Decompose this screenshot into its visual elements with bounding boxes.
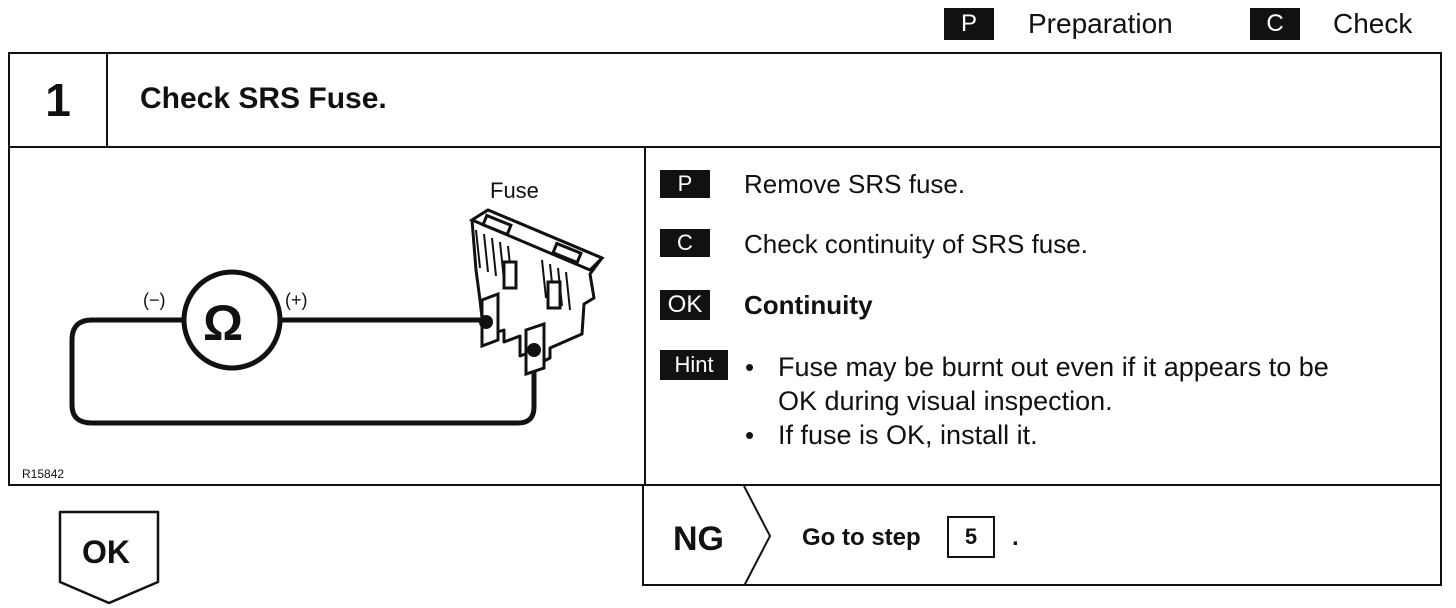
fuse-icon	[468, 208, 605, 377]
step-header: 1 Check SRS Fuse.	[8, 52, 1442, 148]
legend-preparation-label: Preparation	[1028, 8, 1173, 39]
hint-line-2: OK during visual inspection.	[778, 386, 1113, 416]
check-badge: C	[660, 229, 710, 257]
ok-arrow-shape	[58, 510, 160, 605]
ng-chevron	[743, 486, 772, 586]
probe-negative	[527, 343, 541, 357]
ok-text: Continuity	[744, 290, 873, 320]
probe-positive	[479, 315, 493, 329]
ok-result-label: OK	[82, 534, 130, 570]
ohmmeter-icon	[181, 269, 283, 371]
step-content	[8, 148, 1442, 486]
wire-negative	[69, 317, 537, 426]
ok-badge: OK	[660, 290, 710, 320]
legend-preparation-badge: P	[944, 8, 994, 40]
hint-badge: Hint	[660, 350, 728, 380]
content-divider	[644, 148, 646, 484]
positive-terminal-label: (+)	[285, 290, 308, 310]
prep-text: Remove SRS fuse.	[744, 169, 966, 199]
legend-check-badge: C	[1250, 8, 1300, 40]
goto-step-text: Go to step	[802, 524, 921, 551]
goto-step-period: .	[1012, 524, 1019, 551]
prep-badge: P	[660, 170, 710, 198]
ohm-symbol: Ω	[203, 295, 244, 351]
figure-id: R15842	[22, 467, 65, 481]
fuse-label: Fuse	[490, 178, 539, 203]
legend-check-label: Check	[1333, 8, 1413, 39]
fuse-continuity-diagram	[69, 208, 605, 426]
hint-line-1: Fuse may be burnt out even if it appears…	[778, 352, 1329, 382]
step-number: 1	[10, 54, 108, 146]
negative-terminal-label: (−)	[143, 290, 166, 310]
hint-bullet-dot: •	[745, 352, 755, 382]
hint-line-3: If fuse is OK, install it.	[778, 420, 1038, 450]
hint-bullet-dot: •	[745, 420, 755, 450]
check-text: Check continuity of SRS fuse.	[744, 229, 1088, 259]
step-title: Check SRS Fuse.	[140, 82, 387, 115]
ng-result-label: NG	[673, 520, 724, 558]
ng-result-box	[642, 486, 1442, 586]
goto-step-number[interactable]: 5	[947, 516, 995, 558]
